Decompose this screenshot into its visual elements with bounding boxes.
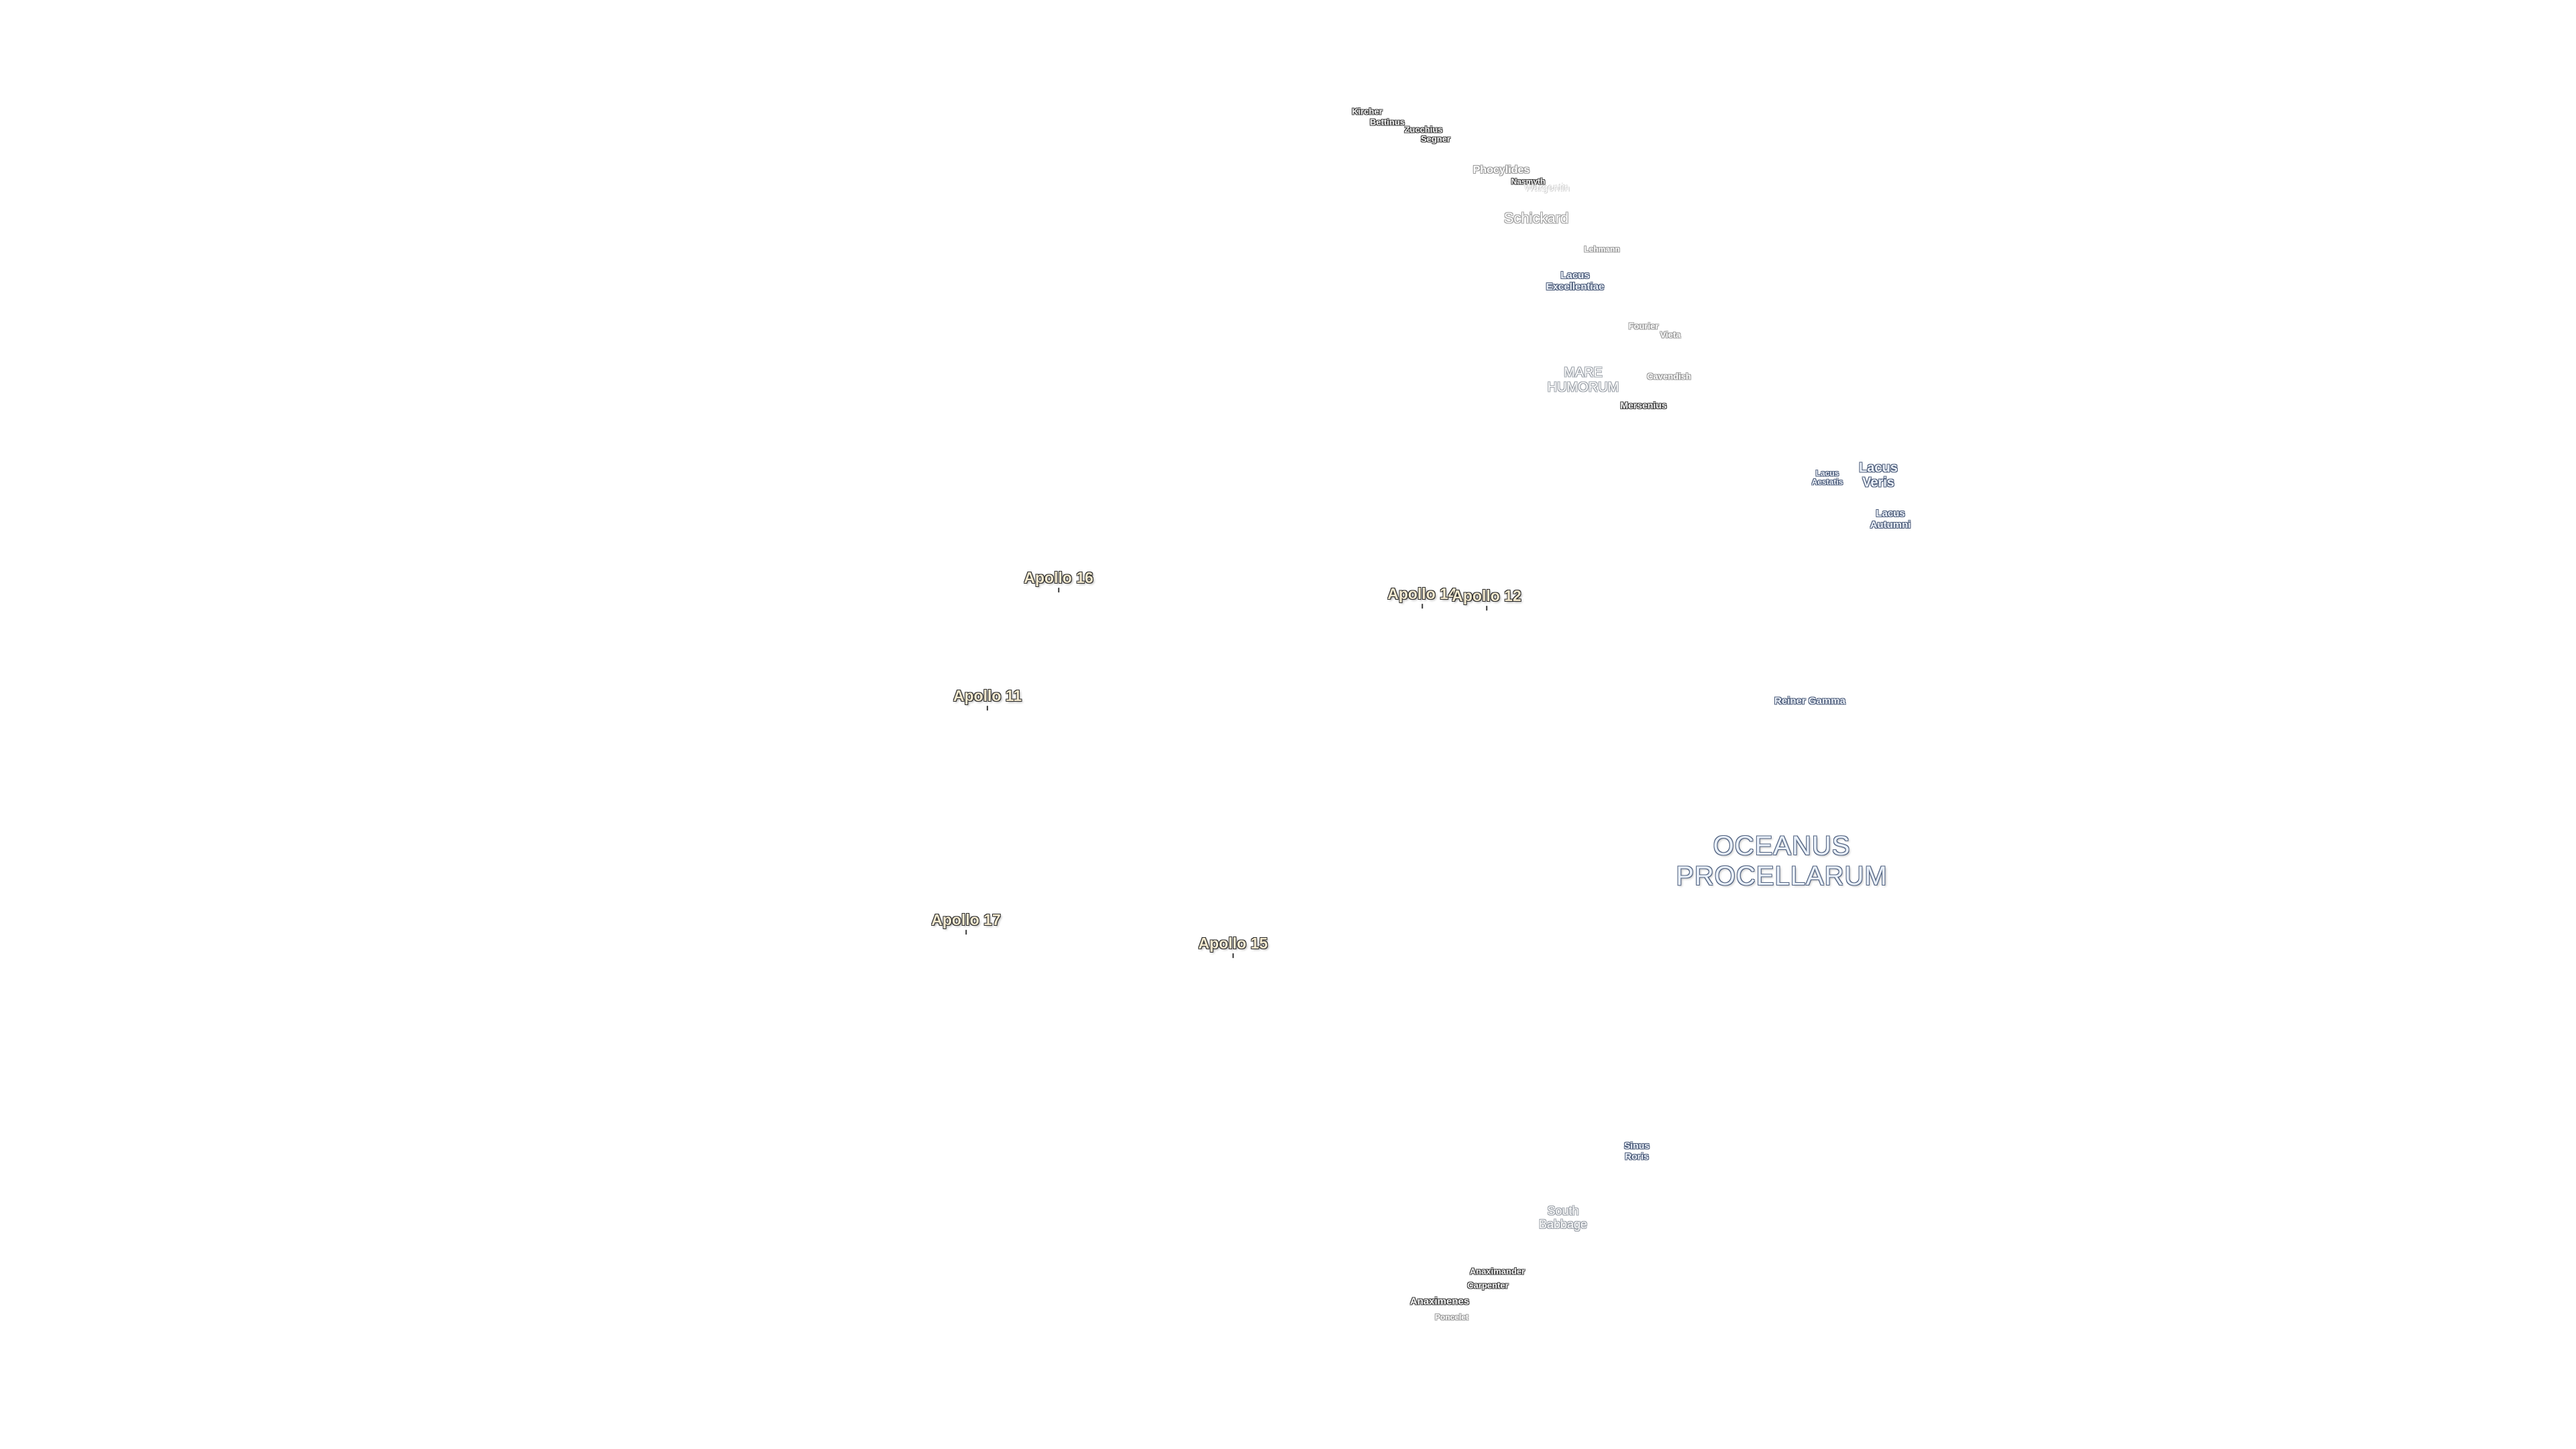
label-bettinus-text: Bettinus	[1370, 117, 1405, 127]
label-anaximenes: Anaximenes	[1409, 1295, 1470, 1308]
label-anaximenes-text: Anaximenes	[1409, 1295, 1470, 1307]
apollo-12-pin	[1485, 605, 1487, 610]
label-phocylides: Phocylides	[1473, 164, 1529, 176]
label-oceanus-procellarum: OCEANUS PROCELLARUM	[1676, 831, 1888, 892]
apollo-12-label: Apollo 12	[1452, 587, 1521, 605]
apollo-15-marker[interactable]: Apollo 15	[1198, 934, 1268, 958]
label-zucchius-text: Zucchius	[1404, 124, 1443, 135]
label-vieta: Vieta	[1660, 329, 1681, 341]
label-schickard-text: Schickard	[1503, 209, 1569, 227]
label-kircher: Kircher	[1352, 107, 1383, 117]
label-schickard: Schickard	[1503, 209, 1569, 227]
label-oceanus-procellarum-line1: OCEANUS	[1713, 831, 1851, 861]
label-cavendish-text: Cavendish	[1647, 371, 1691, 382]
label-south-babbage-line1: South	[1547, 1203, 1579, 1218]
label-lacus-autumni: Lacus Autumni	[1870, 508, 1911, 531]
label-wargentin-text: Wargentin	[1524, 182, 1570, 194]
apollo-11-pin	[987, 705, 988, 710]
label-bettinus: Bettinus	[1370, 117, 1405, 128]
label-mare-humorum-line1: MARE	[1564, 365, 1603, 380]
label-mersenius: Mersenius	[1620, 400, 1666, 411]
apollo-16-marker[interactable]: Apollo 16	[1024, 569, 1093, 592]
label-nasmyth-text: Nasmyth	[1511, 176, 1546, 186]
label-carpenter-text: Carpenter	[1467, 1280, 1509, 1291]
label-lacus-excellentiae-line2: Excellentiae	[1546, 281, 1605, 292]
label-lehmann-text: Lehmann	[1584, 244, 1620, 254]
label-segner-text: Segner	[1420, 133, 1451, 144]
label-sinus-roris-line2: Roris	[1625, 1150, 1649, 1161]
label-anaximander-text: Anaximander	[1469, 1266, 1525, 1277]
label-zucchius: Zucchius	[1404, 125, 1442, 136]
apollo-14-label: Apollo 14	[1387, 585, 1457, 603]
label-reiner-gamma: Reiner Gamma	[1774, 696, 1845, 708]
label-lacus-aestatis-line1: Lacus	[1815, 468, 1839, 478]
label-lacus-veris-line2: Veris	[1862, 476, 1894, 490]
label-fourier: Fourier	[1628, 321, 1659, 332]
label-south-babbage-line2: Babbage	[1538, 1218, 1588, 1231]
label-vieta-text: Vieta	[1660, 329, 1681, 340]
apollo-14-marker[interactable]: Apollo 14	[1387, 585, 1457, 608]
label-lacus-aestatis: Lacus Aestatis	[1811, 468, 1843, 488]
label-mare-humorum: MARE HUMORUM	[1548, 366, 1619, 396]
label-lacus-autumni-line1: Lacus	[1876, 508, 1905, 520]
label-oceanus-procellarum-line2: PROCELLARUM	[1676, 861, 1888, 891]
label-lacus-excellentiae-line1: Lacus	[1560, 270, 1590, 282]
apollo-14-pin	[1421, 603, 1423, 608]
apollo-12-marker[interactable]: Apollo 12	[1452, 587, 1521, 610]
label-phocylides-text: Phocylides	[1472, 164, 1530, 176]
label-sinus-roris: Sinus Roris	[1624, 1140, 1650, 1161]
label-mersenius-text: Mersenius	[1620, 400, 1667, 411]
label-wargentin: Wargentin	[1524, 182, 1570, 195]
label-fourier-text: Fourier	[1628, 321, 1659, 331]
label-reiner-gamma-text: Reiner Gamma	[1774, 695, 1845, 707]
label-lacus-excellentiae: Lacus Excellentiae	[1546, 270, 1605, 293]
label-cavendish: Cavendish	[1647, 372, 1691, 382]
label-sinus-roris-line1: Sinus	[1623, 1140, 1650, 1151]
apollo-17-label: Apollo 17	[931, 911, 1001, 929]
label-segner: Segner	[1420, 133, 1451, 145]
label-lacus-veris: Lacus Veris	[1859, 461, 1898, 491]
label-lacus-autumni-line2: Autumni	[1870, 519, 1911, 531]
label-poncelet: Poncelet	[1434, 1312, 1469, 1322]
label-mare-humorum-line2: HUMORUM	[1547, 380, 1619, 395]
apollo-15-pin	[1232, 953, 1234, 958]
apollo-11-marker[interactable]: Apollo 11	[953, 687, 1022, 710]
apollo-17-pin	[965, 929, 967, 934]
label-anaximander: Anaximander	[1470, 1267, 1525, 1277]
label-lehmann: Lehmann	[1584, 244, 1620, 254]
label-south-babbage: South Babbage	[1539, 1204, 1587, 1231]
label-kircher-text: Kircher	[1352, 106, 1383, 117]
label-poncelet-text: Poncelet	[1434, 1312, 1469, 1322]
apollo-16-label: Apollo 16	[1024, 569, 1093, 587]
apollo-15-label: Apollo 15	[1198, 934, 1268, 953]
label-lacus-veris-line1: Lacus	[1859, 460, 1898, 476]
apollo-17-marker[interactable]: Apollo 17	[931, 911, 1001, 934]
label-carpenter: Carpenter	[1467, 1281, 1508, 1291]
label-nasmyth: Nasmyth	[1511, 176, 1546, 186]
label-lacus-aestatis-line2: Aestatis	[1811, 478, 1843, 487]
apollo-11-label: Apollo 11	[953, 687, 1022, 705]
apollo-16-pin	[1057, 587, 1059, 592]
